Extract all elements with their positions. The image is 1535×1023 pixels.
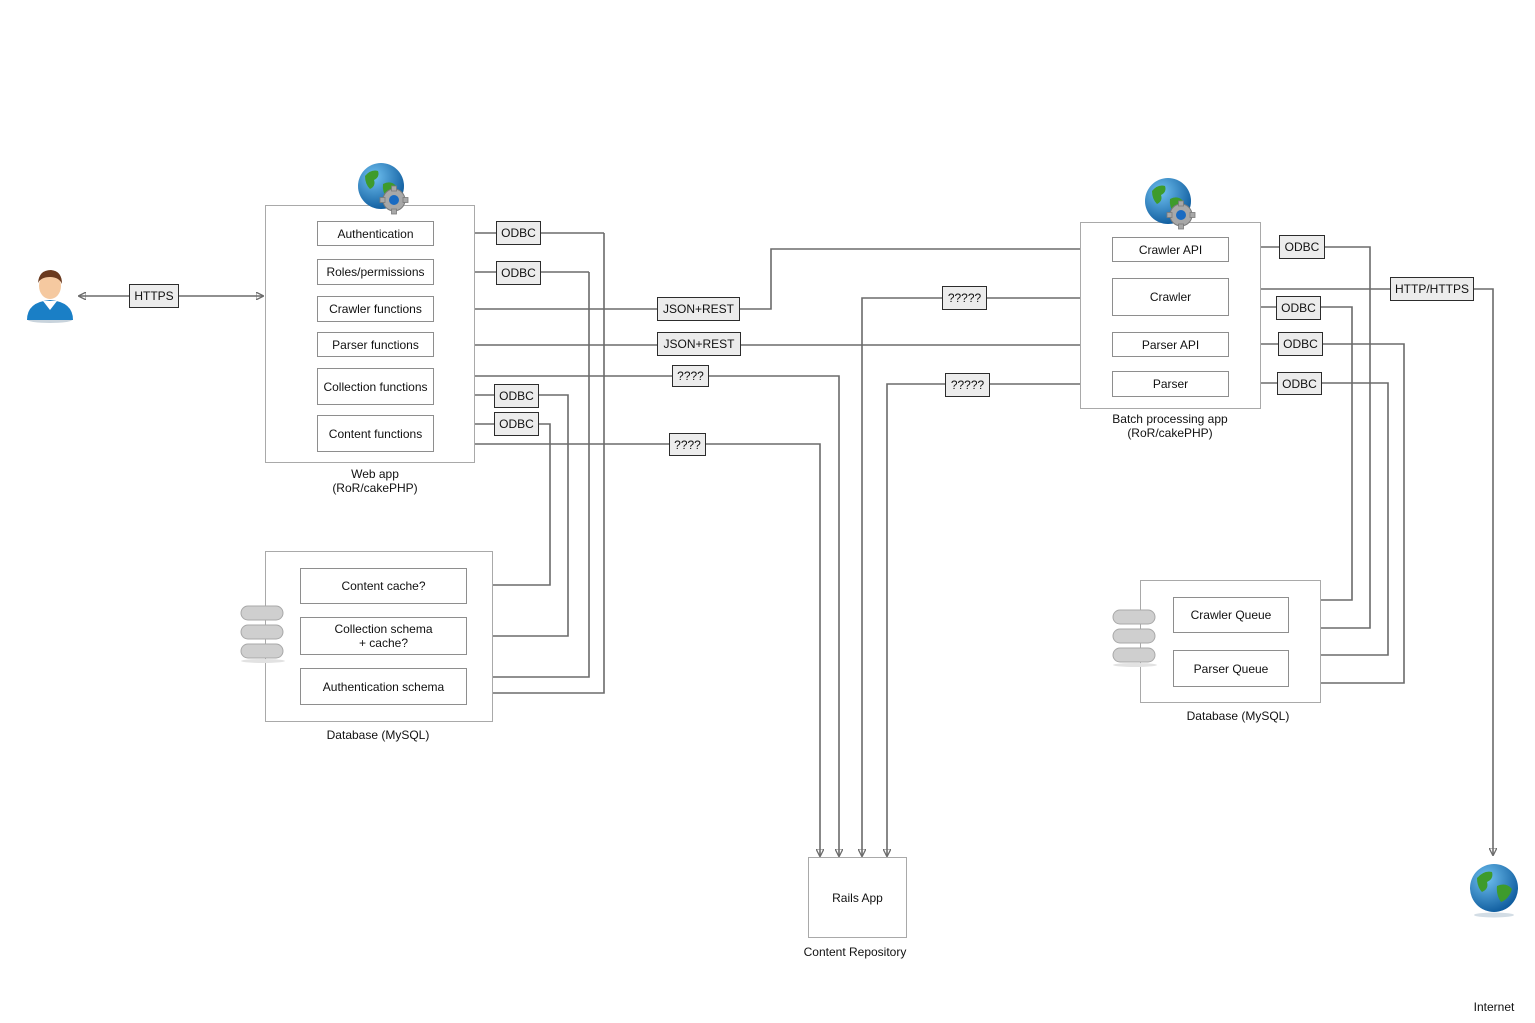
module-label: Crawler API xyxy=(1138,242,1203,257)
batch-database-caption: Database (MySQL) xyxy=(1186,709,1290,723)
table-label: Authentication schema xyxy=(322,679,445,694)
module-label: Content functions xyxy=(328,426,423,441)
module-authentication[interactable]: Authentication xyxy=(317,221,434,246)
protocol-odbc-collection: ODBC xyxy=(494,384,539,408)
web-app-caption: Web app (RoR/cakePHP) xyxy=(332,467,418,495)
connector-parser-rails xyxy=(887,384,1111,856)
batch-app-caption: Batch processing app (RoR/cakePHP) xyxy=(1112,412,1228,440)
content-repository-caption: Content Repository xyxy=(803,945,907,959)
protocol-unknown-content: ???? xyxy=(669,433,706,456)
table-label: Collection schema + cache? xyxy=(334,622,433,650)
protocol-http-https: HTTP/HTTPS xyxy=(1390,277,1474,301)
rails-app-box[interactable]: Rails App xyxy=(808,857,907,938)
table-label: Crawler Queue xyxy=(1190,608,1272,622)
connector-content-rails xyxy=(434,444,820,856)
protocol-unknown-collection: ???? xyxy=(672,365,709,387)
table-collection-schema[interactable]: Collection schema + cache? xyxy=(300,617,467,655)
rails-app-label: Rails App xyxy=(832,890,883,905)
protocol-odbc-parser-api: ODBC xyxy=(1278,332,1323,356)
table-label: Content cache? xyxy=(341,579,426,593)
user-icon xyxy=(27,270,73,323)
module-label: Parser API xyxy=(1141,337,1200,352)
globe-icon xyxy=(1470,864,1518,918)
protocol-json-rest-crawler: JSON+REST xyxy=(657,297,740,321)
database-icon xyxy=(1112,609,1157,667)
module-crawler[interactable]: Crawler xyxy=(1112,278,1229,316)
globe-gear-icon xyxy=(1145,178,1196,230)
connector-collection-rails xyxy=(434,376,839,856)
module-content-functions[interactable]: Content functions xyxy=(317,415,434,452)
table-parser-queue[interactable]: Parser Queue xyxy=(1173,650,1289,687)
module-label: Crawler functions xyxy=(329,302,422,316)
table-content-cache[interactable]: Content cache? xyxy=(300,568,467,604)
module-collection-functions[interactable]: Collection functions xyxy=(317,368,434,405)
protocol-odbc-crawler: ODBC xyxy=(1276,296,1321,320)
module-parser-functions[interactable]: Parser functions xyxy=(317,332,434,357)
protocol-odbc-roles: ODBC xyxy=(496,261,541,285)
connector-crawler-rails xyxy=(862,298,1111,856)
module-label: Authentication xyxy=(337,226,414,241)
web-database-caption: Database (MySQL) xyxy=(326,728,430,742)
table-label: Parser Queue xyxy=(1193,661,1269,676)
module-label: Parser xyxy=(1152,377,1189,391)
globe-gear-icon xyxy=(358,163,409,215)
table-authentication-schema[interactable]: Authentication schema xyxy=(300,668,467,705)
protocol-odbc-content: ODBC xyxy=(494,412,539,436)
protocol-json-rest-parser: JSON+REST xyxy=(657,332,741,356)
module-crawler-api[interactable]: Crawler API xyxy=(1112,237,1229,262)
internet-caption: Internet xyxy=(1473,1000,1515,1014)
database-icon xyxy=(240,605,285,663)
protocol-https: HTTPS xyxy=(129,284,179,308)
module-label: Collection functions xyxy=(323,379,428,394)
connector-crawler-functions xyxy=(434,249,1111,309)
table-crawler-queue[interactable]: Crawler Queue xyxy=(1173,597,1289,633)
module-crawler-functions[interactable]: Crawler functions xyxy=(317,296,434,322)
protocol-odbc-parser: ODBC xyxy=(1277,372,1322,395)
module-label: Crawler xyxy=(1149,290,1192,304)
module-label: Roles/permissions xyxy=(326,265,425,279)
protocol-unknown-parser: ????? xyxy=(945,373,990,397)
connector-crawler-internet xyxy=(1229,289,1493,855)
module-roles-permissions[interactable]: Roles/permissions xyxy=(317,259,434,285)
module-parser-api[interactable]: Parser API xyxy=(1112,332,1229,357)
protocol-odbc-authentication: ODBC xyxy=(496,221,541,245)
module-label: Parser functions xyxy=(332,337,419,352)
protocol-unknown-crawler: ????? xyxy=(942,286,987,310)
protocol-odbc-crawler-api: ODBC xyxy=(1279,235,1325,259)
module-parser[interactable]: Parser xyxy=(1112,371,1229,397)
